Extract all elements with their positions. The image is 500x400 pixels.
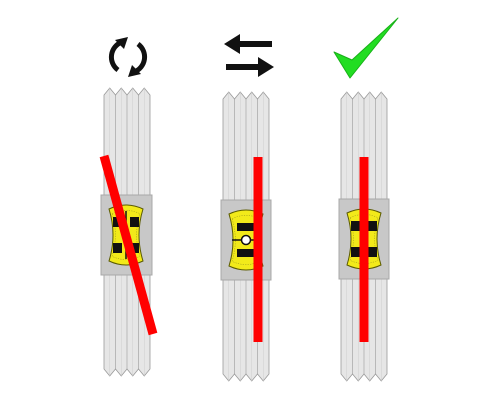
panel-rotation-misaligned xyxy=(99,37,158,377)
sample-mark xyxy=(237,223,255,231)
sample-mark xyxy=(368,221,377,231)
sample-mark xyxy=(113,217,122,227)
sample-mark xyxy=(368,247,377,257)
sample-mark xyxy=(113,243,122,253)
shift-arrows-icon xyxy=(224,34,274,77)
sample-mark xyxy=(237,249,255,257)
sample-mark xyxy=(351,247,360,257)
sample-holder xyxy=(220,199,272,281)
checkmark-icon xyxy=(333,17,399,79)
sample-hole xyxy=(240,234,252,246)
sample-mark xyxy=(351,221,360,231)
sample-mark xyxy=(130,243,139,253)
measurement-rod-tilted xyxy=(99,154,158,336)
panel-correctly-aligned xyxy=(333,17,399,382)
panel-shift-misaligned xyxy=(220,34,274,382)
rotate-icon xyxy=(108,37,148,77)
sample-mark xyxy=(130,217,139,227)
